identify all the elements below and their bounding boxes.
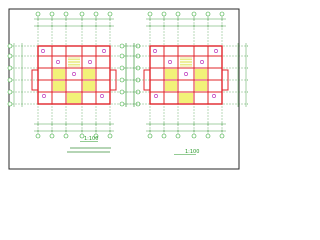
fixture-symbol	[88, 60, 92, 64]
axis-bubble-left	[119, 65, 125, 71]
fixture-symbol	[56, 60, 60, 64]
scale-left: 1:100	[80, 136, 98, 142]
bay-window	[109, 69, 117, 91]
fixture-symbol	[42, 94, 46, 98]
fixture-symbol	[100, 94, 104, 98]
bay-window	[31, 69, 39, 91]
axis-bubble-bottom	[205, 133, 211, 139]
axis-bubble-top	[175, 11, 181, 17]
sheet-border	[8, 8, 240, 170]
fixture-symbol	[184, 72, 188, 76]
axis-bubble-top	[191, 11, 197, 17]
room-fill	[83, 69, 95, 79]
room-fill	[67, 93, 81, 103]
room-fill	[83, 81, 95, 91]
room-fill	[179, 93, 193, 103]
axis-bubble-bottom	[175, 133, 181, 139]
room-fill	[195, 69, 207, 79]
axis-bubble-left	[7, 65, 13, 71]
fixture-symbol	[154, 94, 158, 98]
room-fill	[195, 81, 207, 91]
axis-bubble-bottom	[147, 133, 153, 139]
room-fill	[165, 69, 177, 79]
axis-bubble-bottom	[79, 133, 85, 139]
fixture-symbol	[212, 94, 216, 98]
scale-label-right: 1:100	[185, 149, 199, 155]
drawing-canvas: 1:100 1:100	[0, 0, 248, 178]
axis-bubble-left	[119, 53, 125, 59]
room-fill	[53, 81, 65, 91]
axis-bubble-bottom	[219, 133, 225, 139]
room-fill	[53, 69, 65, 79]
fixture-symbol	[214, 49, 218, 53]
axis-bubble-bottom	[107, 133, 113, 139]
fixture-symbol	[200, 60, 204, 64]
room-fill	[165, 81, 177, 91]
axis-bubble-left	[7, 53, 13, 59]
axis-bubble-bottom	[161, 133, 167, 139]
axis-bubble-top	[79, 11, 85, 17]
axis-bubble-top	[205, 11, 211, 17]
fixture-symbol	[102, 49, 106, 53]
cad-drawing-sheet: 1:100 1:100	[0, 0, 248, 178]
bay-window	[143, 69, 151, 91]
axis-bubble-top	[107, 11, 113, 17]
fixture-symbol	[72, 72, 76, 76]
sheet-background	[0, 0, 248, 178]
axis-bubble-bottom	[49, 133, 55, 139]
axis-bubble-top	[35, 11, 41, 17]
axis-bubble-top	[219, 11, 225, 17]
axis-bubble-top	[63, 11, 69, 17]
axis-bubble-top	[49, 11, 55, 17]
axis-bubble-bottom	[63, 133, 69, 139]
left-title-notes	[67, 147, 111, 153]
axis-bubble-left	[7, 77, 13, 83]
axis-bubble-left	[119, 89, 125, 95]
axis-bubble-bottom	[191, 133, 197, 139]
fixture-symbol	[153, 49, 157, 53]
fixture-symbol	[168, 60, 172, 64]
axis-bubble-bottom	[35, 133, 41, 139]
floor-plan-right	[119, 11, 248, 139]
fixture-symbol	[41, 49, 45, 53]
axis-bubble-left	[7, 43, 13, 49]
axis-bubble-left	[7, 89, 13, 95]
axis-bubble-left	[119, 77, 125, 83]
axis-bubble-bottom	[93, 133, 99, 139]
axis-bubble-left	[119, 43, 125, 49]
axis-bubble-left	[7, 101, 13, 107]
axis-bubble-top	[93, 11, 99, 17]
axis-bubble-top	[147, 11, 153, 17]
bay-window	[221, 69, 229, 91]
scale-right: 1:100	[174, 149, 199, 155]
axis-bubble-top	[161, 11, 167, 17]
scale-label-left: 1:100	[84, 136, 98, 142]
axis-bubble-left	[119, 101, 125, 107]
